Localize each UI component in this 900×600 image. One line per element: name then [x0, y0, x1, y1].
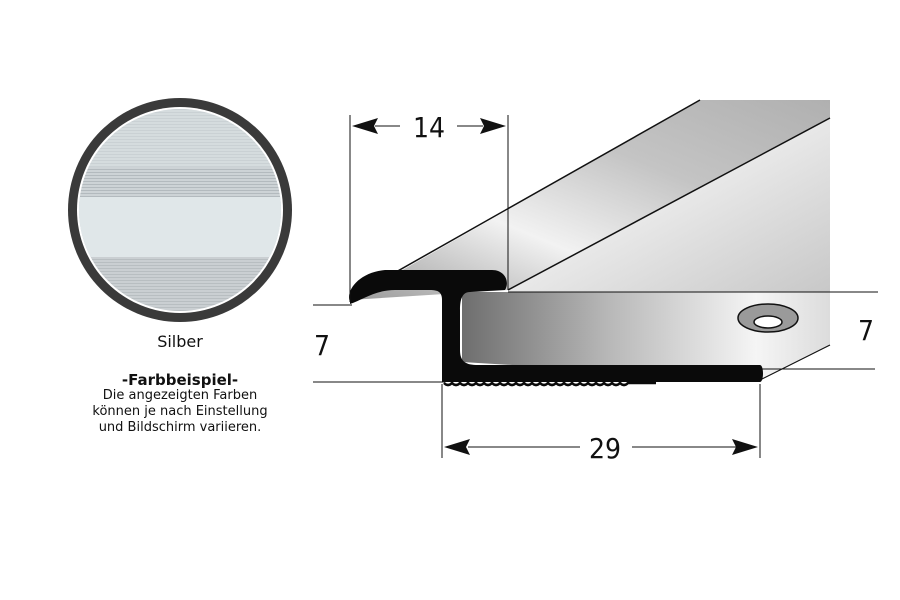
profile-surfaces	[349, 99, 831, 381]
dimension-bottom-width: 29	[589, 432, 621, 465]
note-line: und Bildschirm variieren.	[98, 420, 262, 435]
color-disclaimer: -Farbbeispiel- Die angezeigten Farben kö…	[60, 372, 300, 436]
note-line: Die angezeigten Farben	[102, 388, 258, 403]
profile-cross-section	[349, 270, 763, 387]
dimension-lines	[313, 115, 878, 458]
dimension-arrows	[352, 118, 758, 455]
note-line: können je nach Einstellung	[92, 404, 268, 419]
color-swatch	[67, 97, 293, 323]
silver-swatch-icon	[68, 98, 292, 322]
dimension-left-height: 7	[314, 329, 330, 362]
dimension-right-height: 7	[858, 314, 874, 347]
screw-hole-icon	[737, 303, 799, 333]
note-title: -Farbbeispiel-	[121, 371, 239, 389]
dimension-top-width: 14	[413, 111, 445, 144]
swatch-label: Silber	[157, 332, 203, 351]
